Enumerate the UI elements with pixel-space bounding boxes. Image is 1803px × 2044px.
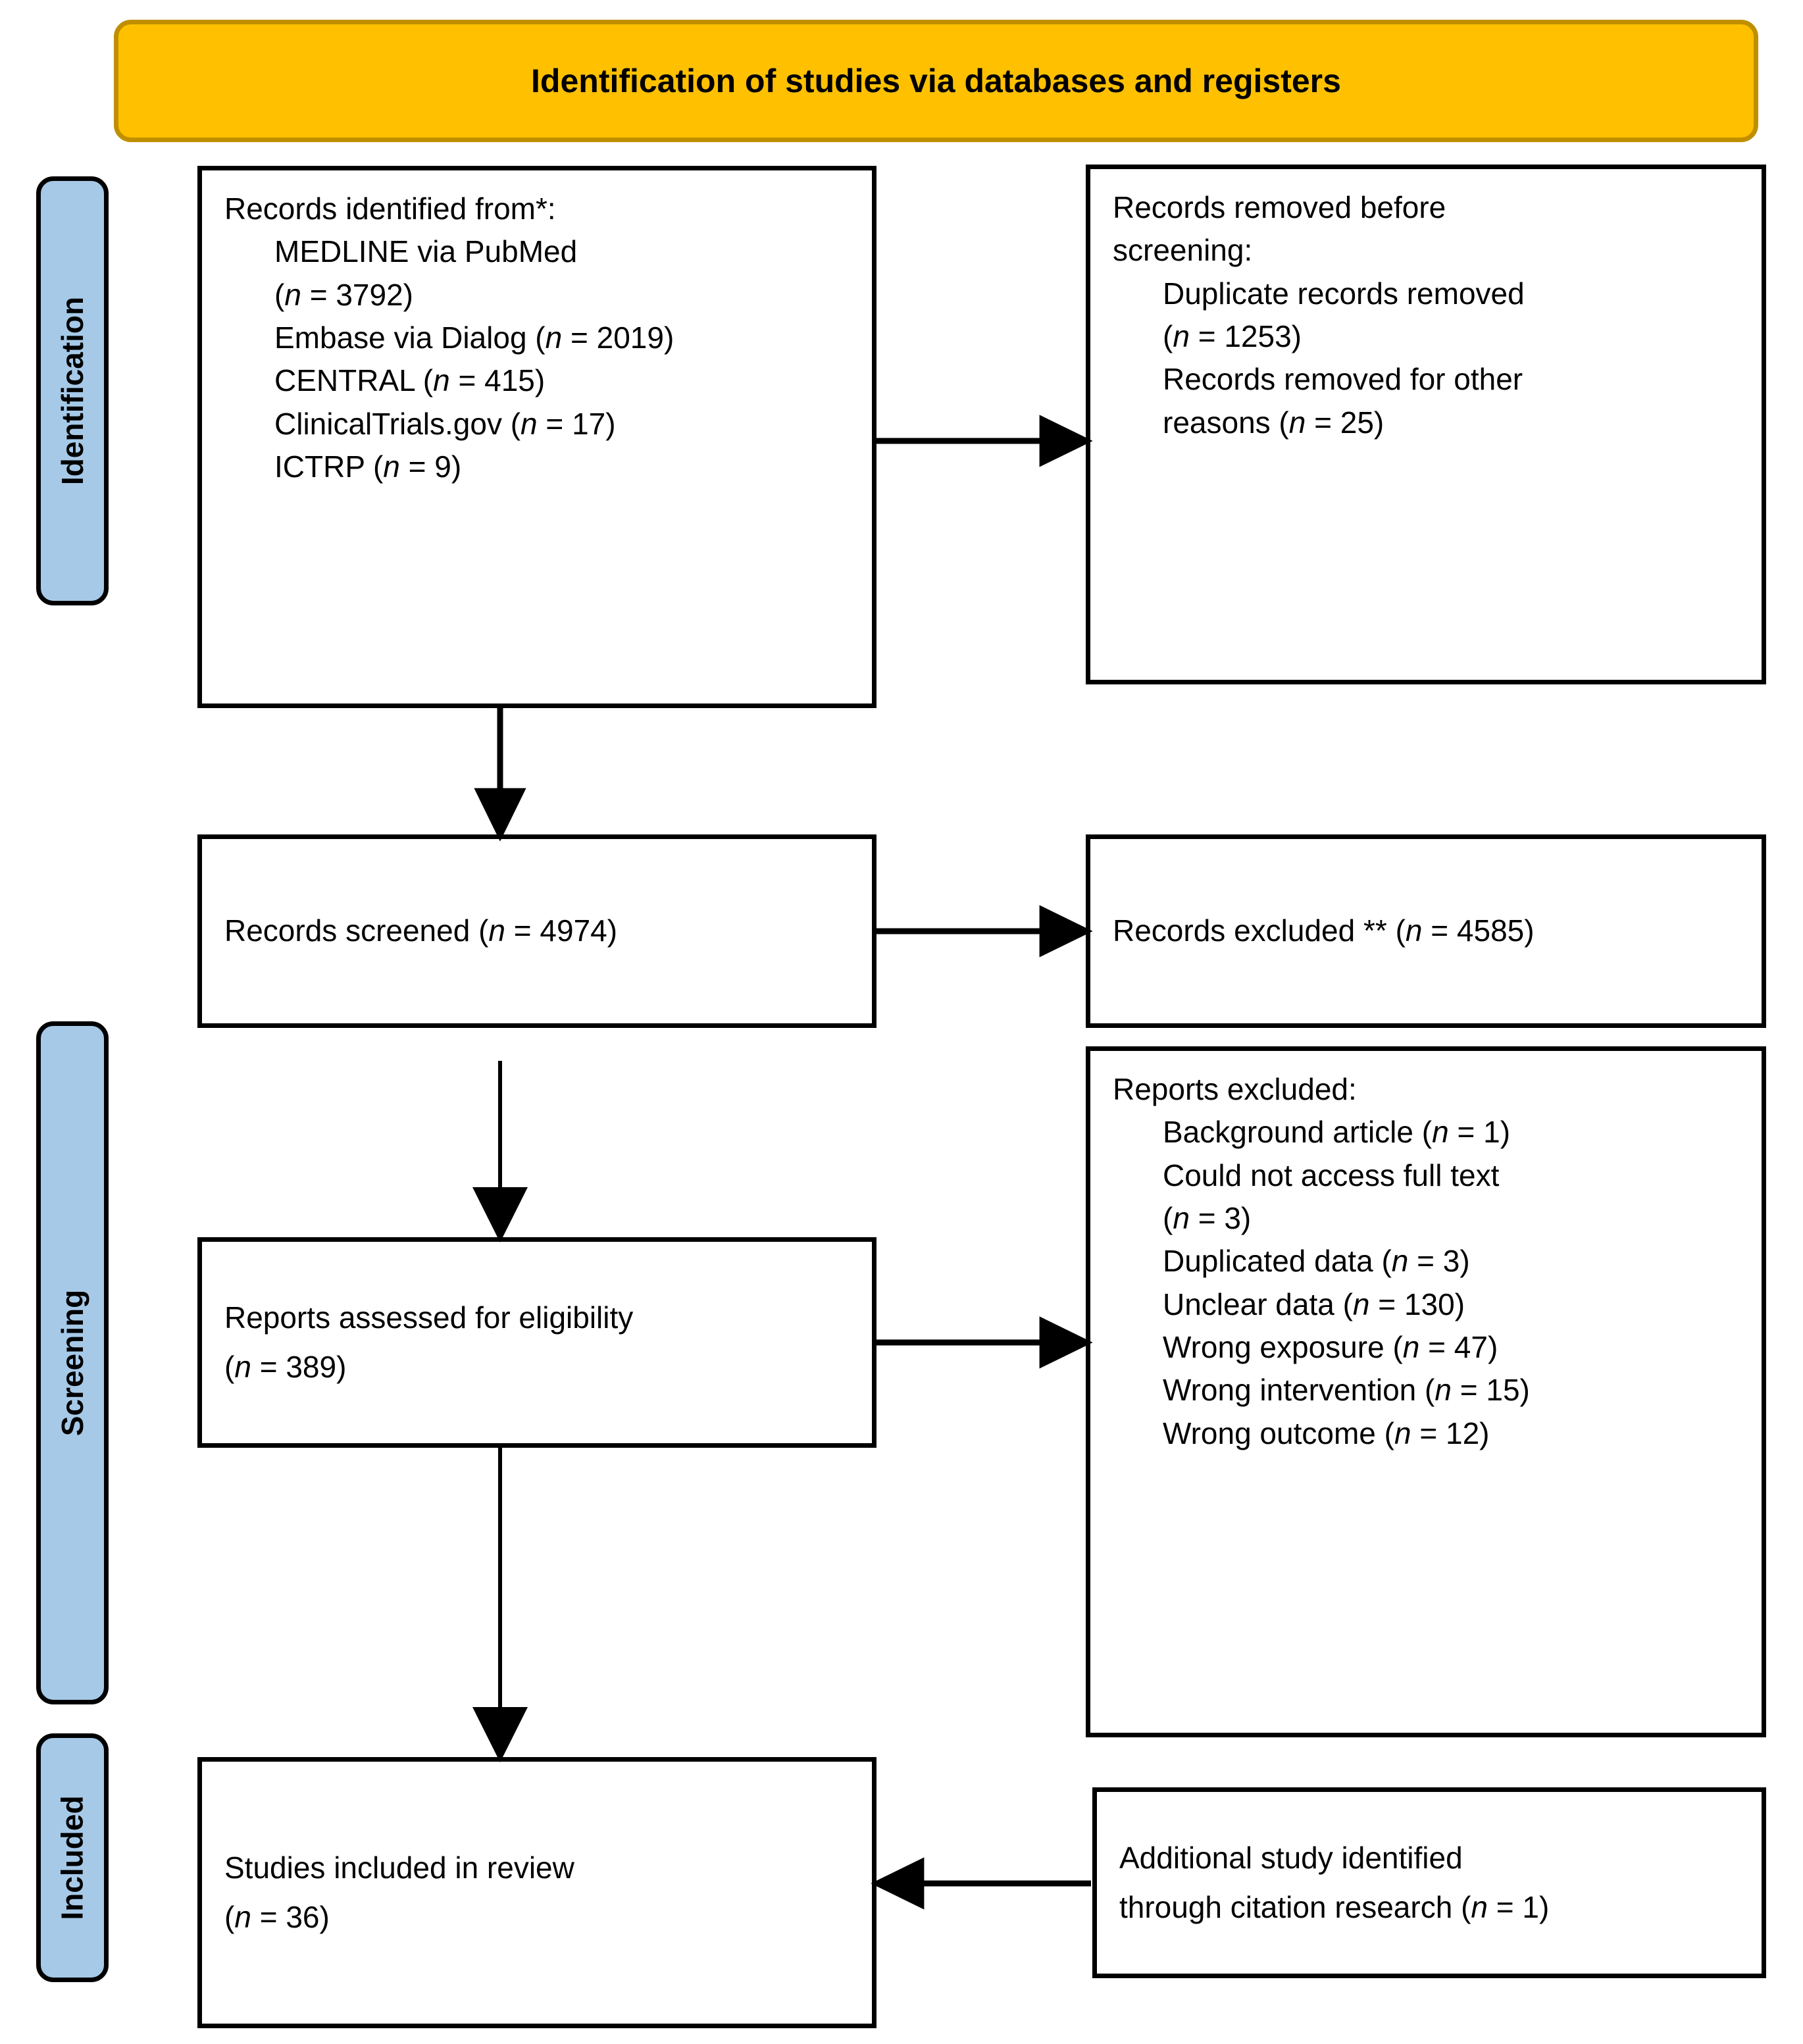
- source-line-medline-n: (n = 3792): [274, 277, 413, 312]
- header-title: Identification of studies via databases …: [531, 63, 1341, 99]
- stage-label-included: Included: [36, 1733, 109, 1982]
- removed-reason-other: Records removed for other: [1163, 362, 1523, 397]
- records-removed-title-line1: Records removed before: [1113, 190, 1446, 224]
- source-line-embase: Embase via Dialog (n = 2019): [274, 320, 674, 355]
- box-records-excluded: Records excluded ** (n = 4585): [1086, 834, 1766, 1028]
- excluded-reason-wrong-intervention: Wrong intervention (n = 15): [1163, 1373, 1530, 1408]
- identification-header-banner: Identification of studies via databases …: [114, 20, 1758, 142]
- box-reports-excluded: Reports excluded: Background article (n …: [1086, 1046, 1766, 1737]
- excluded-reason-no-fulltext-n: (n = 3): [1163, 1200, 1252, 1235]
- records-screened-text: Records screened (n = 4974): [224, 913, 618, 948]
- box-reports-assessed: Reports assessed for eligibility (n = 38…: [197, 1237, 876, 1448]
- excluded-reason-wrong-outcome: Wrong outcome (n = 12): [1163, 1416, 1490, 1450]
- excluded-reason-no-fulltext: Could not access full text: [1163, 1158, 1500, 1192]
- reports-assessed-line1: Reports assessed for eligibility: [224, 1300, 634, 1335]
- studies-included-line1: Studies included in review: [224, 1850, 574, 1885]
- removed-reason-duplicate-n: (n = 1253): [1163, 319, 1302, 353]
- box-records-removed: Records removed before screening: Duplic…: [1086, 165, 1766, 684]
- excluded-reason-unclear-data: Unclear data (n = 130): [1163, 1287, 1465, 1321]
- records-removed-title-line2: screening:: [1113, 233, 1253, 268]
- studies-included-line2: (n = 36): [224, 1900, 330, 1934]
- reports-excluded-title: Reports excluded:: [1113, 1072, 1357, 1106]
- box-studies-included: Studies included in review (n = 36): [197, 1757, 876, 2028]
- records-excluded-text: Records excluded ** (n = 4585): [1113, 913, 1535, 948]
- additional-study-line1: Additional study identified: [1119, 1840, 1463, 1875]
- excluded-reason-background: Background article (n = 1): [1163, 1115, 1511, 1150]
- source-line-clinicaltrials: ClinicalTrials.gov (n = 17): [274, 406, 616, 441]
- excluded-reason-duplicated-data: Duplicated data (n = 3): [1163, 1244, 1470, 1279]
- stage-label-identification: Identification: [36, 176, 109, 605]
- records-identified-title: Records identified from*:: [224, 192, 556, 226]
- stage-label-screening: Screening: [36, 1021, 109, 1704]
- reports-assessed-line2: (n = 389): [224, 1350, 347, 1384]
- source-line-medline: MEDLINE via PubMed: [274, 234, 578, 269]
- stage-label-included-text: Included: [55, 1795, 89, 1920]
- box-additional-study: Additional study identified through cita…: [1092, 1787, 1766, 1978]
- source-line-ictrp: ICTRP (n = 9): [274, 449, 462, 484]
- stage-label-identification-text: Identification: [55, 296, 90, 486]
- box-records-identified: Records identified from*: MEDLINE via Pu…: [197, 166, 876, 708]
- box-records-screened: Records screened (n = 4974): [197, 834, 876, 1028]
- additional-study-line2: through citation research (n = 1): [1119, 1890, 1550, 1924]
- stage-label-screening-text: Screening: [55, 1289, 90, 1437]
- removed-reason-other-n: reasons (n = 25): [1163, 405, 1384, 440]
- removed-reason-duplicate: Duplicate records removed: [1163, 276, 1525, 311]
- excluded-reason-wrong-exposure: Wrong exposure (n = 47): [1163, 1329, 1498, 1364]
- source-line-central: CENTRAL (n = 415): [274, 363, 546, 398]
